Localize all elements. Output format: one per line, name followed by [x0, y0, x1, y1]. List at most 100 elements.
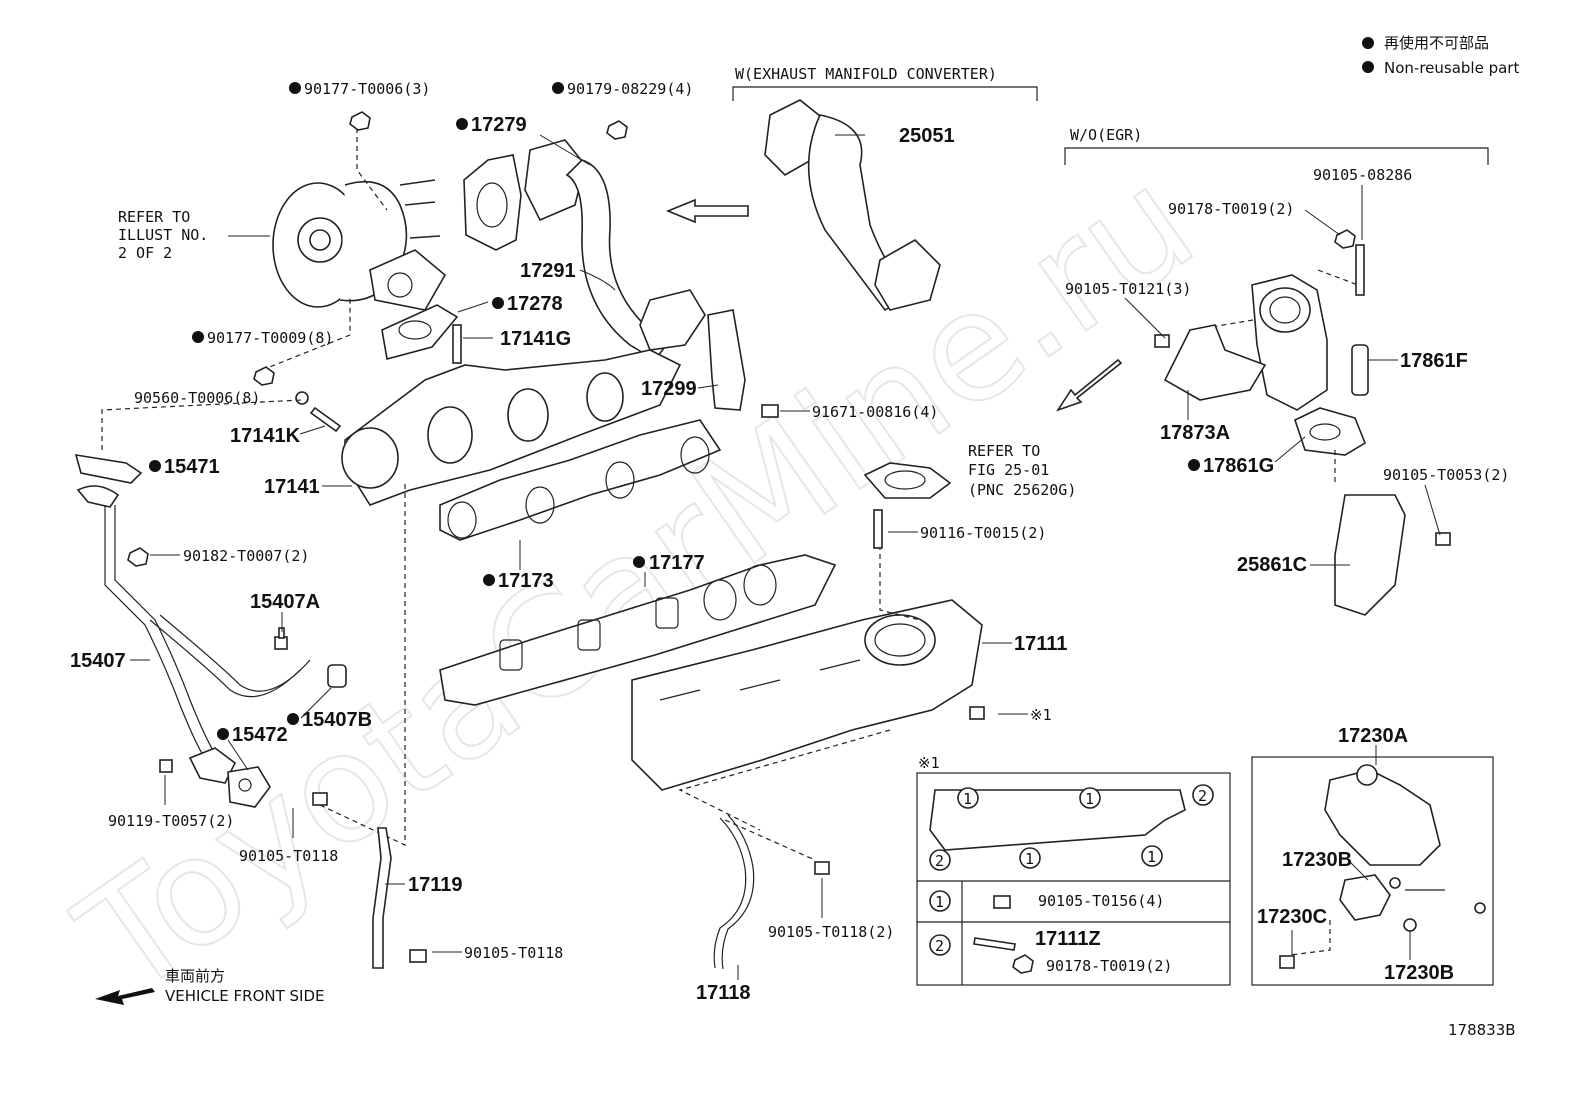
refer-line-2: ILLUST NO. — [118, 226, 208, 244]
label-17118[interactable]: 17118 — [696, 982, 751, 1004]
front-pipe-17291[interactable] — [524, 139, 706, 362]
label-90105-08286[interactable]: 90105-08286 — [1313, 166, 1412, 184]
svg-text:2: 2 — [935, 937, 944, 955]
label-17278[interactable]: 17278 — [507, 293, 563, 315]
nut-icon[interactable] — [253, 366, 275, 386]
stud-90116[interactable] — [873, 509, 883, 549]
label-17173[interactable]: 17173 — [498, 570, 554, 592]
label-90105-T0118-a[interactable]: 90105-T0118 — [239, 847, 338, 865]
callout-1: 1 — [929, 890, 951, 912]
rod-17119[interactable] — [372, 827, 392, 969]
washer-icon[interactable] — [295, 391, 309, 405]
label-25861C[interactable]: 25861C — [1237, 554, 1307, 576]
label-17141G[interactable]: 17141G — [500, 328, 571, 350]
gasket-17173[interactable] — [439, 419, 722, 541]
front-jp: 車両前方 — [165, 967, 225, 985]
inset-row2-part-a[interactable]: 17111Z — [1035, 928, 1101, 950]
plate-25861C[interactable] — [1334, 494, 1406, 616]
label-91671-00816[interactable]: 91671-00816(4) — [812, 403, 938, 421]
refer-fig-note[interactable]: REFER TO FIG 25-01 (PNC 25620G) — [968, 442, 1076, 499]
label-17119[interactable]: 17119 — [408, 874, 463, 896]
label-17873A[interactable]: 17873A — [1160, 422, 1230, 444]
egr-adapter-17861F[interactable] — [1251, 274, 1369, 411]
callout-2: 2 — [929, 934, 951, 956]
inset-row1-part[interactable]: 90105-T0156(4) — [1038, 892, 1164, 910]
label-17141[interactable]: 17141 — [264, 476, 320, 498]
label-90116-T0015[interactable]: 90116-T0015(2) — [920, 524, 1046, 542]
label-17111[interactable]: 17111 — [1014, 633, 1067, 655]
label-90177-T0009[interactable]: 90177-T0009(8) — [207, 329, 333, 347]
nut-icon[interactable] — [1012, 954, 1034, 974]
label-15407A[interactable]: 15407A — [250, 591, 320, 613]
bracket-17299[interactable] — [707, 309, 746, 411]
label-90560-T0006[interactable]: 90560-T0006(8) — [134, 389, 260, 407]
label-17230B-a[interactable]: 17230B — [1282, 849, 1352, 871]
label-15407B[interactable]: 15407B — [302, 709, 372, 731]
stud-17141G[interactable] — [452, 324, 462, 364]
svg-text:1: 1 — [935, 893, 944, 911]
turbocharger[interactable] — [272, 179, 447, 311]
gasket-15471[interactable] — [74, 454, 143, 484]
bolt-icon[interactable] — [993, 895, 1011, 909]
gasket-17278[interactable] — [381, 304, 459, 360]
bolt-icon[interactable] — [814, 861, 830, 875]
label-17299[interactable]: 17299 — [641, 378, 697, 400]
pipe-17118[interactable] — [713, 814, 755, 970]
label-90182-T0007[interactable]: 90182-T0007(2) — [183, 547, 309, 565]
label-15472[interactable]: 15472 — [232, 724, 288, 746]
label-17279[interactable]: 17279 — [471, 114, 527, 136]
bolt-icon[interactable] — [312, 792, 328, 806]
label-90178-T0019[interactable]: 90178-T0019(2) — [1168, 200, 1294, 218]
label-15471[interactable]: 15471 — [164, 456, 220, 478]
label-17230A[interactable]: 17230A — [1338, 725, 1408, 747]
stud-icon[interactable] — [973, 937, 1016, 951]
label-17177[interactable]: 17177 — [649, 552, 705, 574]
nut-icon[interactable] — [127, 547, 149, 567]
gasket-17861G[interactable] — [1294, 407, 1366, 456]
bolt-90105-08286[interactable] — [1355, 244, 1365, 296]
label-mark1[interactable]: ※1 — [1030, 706, 1052, 724]
intake-manifold-17111[interactable] — [631, 599, 983, 791]
bolt-icon[interactable] — [1435, 532, 1451, 546]
label-17141K[interactable]: 17141K — [230, 425, 301, 447]
refer-fig-line-1: REFER TO — [968, 442, 1040, 460]
label-90105-T0121[interactable]: 90105-T0121(3) — [1065, 280, 1191, 298]
callout-1: 1 — [1079, 787, 1101, 809]
refer-fig-line-3: (PNC 25620G) — [968, 481, 1076, 499]
gasket-25620G[interactable] — [863, 462, 952, 499]
exhaust-manifold-17141[interactable] — [341, 349, 682, 506]
bolt-icon[interactable] — [274, 627, 288, 650]
label-90105-T0118-c[interactable]: 90105-T0118(2) — [768, 923, 894, 941]
label-25051[interactable]: 25051 — [899, 125, 955, 147]
bolt-icon[interactable] — [409, 949, 427, 963]
gasket-15472[interactable] — [227, 766, 271, 808]
gasket-17279[interactable] — [463, 154, 522, 251]
label-90119-T0057[interactable]: 90119-T0057(2) — [108, 812, 234, 830]
label-17861G[interactable]: 17861G — [1203, 455, 1274, 477]
bracket-17873A[interactable] — [1163, 324, 1267, 401]
union-bolt-15407B[interactable] — [327, 664, 347, 688]
nut-icon[interactable] — [349, 111, 371, 131]
label-17230B-b[interactable]: 17230B — [1384, 962, 1454, 984]
gasket-17177[interactable] — [439, 554, 837, 706]
bolt-icon[interactable] — [159, 759, 173, 773]
stud-17141K[interactable] — [309, 406, 342, 433]
label-17230C[interactable]: 17230C — [1257, 906, 1327, 928]
label-90179-08229[interactable]: 90179-08229(4) — [567, 80, 693, 98]
manifold-converter-25051[interactable] — [764, 99, 941, 312]
svg-text:2: 2 — [1198, 787, 1207, 805]
nut-icon[interactable] — [606, 120, 628, 140]
group-wo-egr-label: W/O(EGR) — [1070, 126, 1142, 144]
inset-row2-part-b[interactable]: 90178-T0019(2) — [1046, 957, 1172, 975]
bolt-icon[interactable] — [761, 404, 779, 418]
label-17291[interactable]: 17291 — [520, 260, 576, 282]
oil-pipe-15407[interactable] — [76, 485, 311, 784]
bolt-icon[interactable] — [1154, 334, 1170, 348]
label-90105-T0053[interactable]: 90105-T0053(2) — [1383, 466, 1509, 484]
label-90105-T0118-b[interactable]: 90105-T0118 — [464, 944, 563, 962]
label-15407[interactable]: 15407 — [70, 650, 126, 672]
nut-icon[interactable] — [1334, 229, 1356, 249]
label-17861F[interactable]: 17861F — [1400, 350, 1468, 372]
bolt-icon[interactable] — [969, 706, 985, 720]
label-90177-T0006[interactable]: 90177-T0006(3) — [304, 80, 430, 98]
